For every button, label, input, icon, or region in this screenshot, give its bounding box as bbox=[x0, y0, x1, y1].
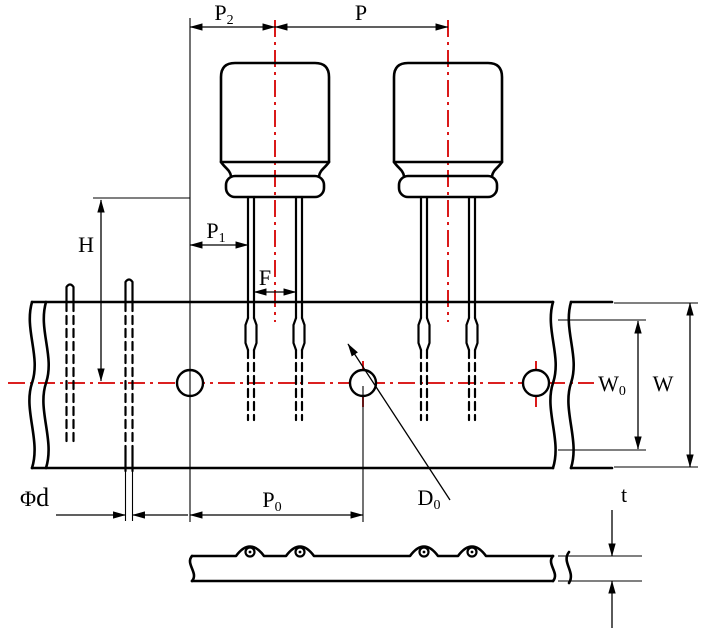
cut-lead-left-stub bbox=[65, 283, 75, 304]
cut-lead-right bbox=[124, 278, 134, 521]
lead-cross-section-1 bbox=[244, 546, 256, 558]
lead-cross-section-2 bbox=[294, 546, 306, 558]
dim-p: P bbox=[274, 0, 449, 31]
side-view-left-break bbox=[188, 554, 196, 583]
tape-left-break-line-1 bbox=[28, 300, 36, 470]
dim-w0: W0 bbox=[598, 320, 642, 450]
leads-solid bbox=[419, 195, 477, 320]
capacitor-body bbox=[392, 61, 504, 164]
capacitor-crimp-right bbox=[317, 160, 331, 178]
dim-label-p1: P1 bbox=[206, 218, 225, 246]
cut-lead-left bbox=[65, 283, 75, 444]
dim-label-p0: P0 bbox=[262, 487, 281, 515]
side-view-top-contour bbox=[190, 545, 555, 558]
dim-t: t bbox=[608, 482, 627, 628]
cut-lead-right-bottom-stub bbox=[124, 444, 134, 473]
capacitor-left bbox=[219, 61, 331, 422]
sprocket-hole-right bbox=[521, 368, 551, 398]
leads-hidden bbox=[419, 348, 477, 422]
carrier-tape bbox=[28, 300, 614, 470]
dim-d0: D0 bbox=[347, 343, 451, 513]
leads-bend bbox=[417, 316, 479, 352]
side-view-right-break-1 bbox=[549, 554, 557, 583]
dim-label-t: t bbox=[621, 482, 627, 507]
dim-label-w: W bbox=[653, 371, 674, 396]
lead-center-dot-1 bbox=[248, 550, 252, 554]
leads-hidden bbox=[246, 348, 304, 422]
cut-lead-right-stub bbox=[124, 278, 134, 304]
capacitor-base-rim bbox=[397, 174, 499, 199]
lead-cross-section-4 bbox=[466, 546, 478, 558]
capacitor-crimp-left bbox=[219, 160, 233, 178]
lead-center-dot-4 bbox=[470, 550, 474, 554]
capacitor-body bbox=[219, 61, 331, 164]
lead-cross-section-3 bbox=[418, 546, 430, 558]
tape-left-break-line-2 bbox=[42, 300, 50, 470]
extension-lines bbox=[93, 18, 698, 582]
tape-right-break-line-1 bbox=[549, 300, 557, 470]
dim-p2: P2 bbox=[189, 0, 276, 31]
capacitor-crimp-left bbox=[392, 160, 406, 178]
dim-label-h: H bbox=[78, 232, 94, 257]
lead-center-dot-3 bbox=[422, 550, 426, 554]
leads-solid bbox=[246, 195, 304, 320]
dim-h: H bbox=[78, 199, 105, 382]
side-view-right-break-2 bbox=[565, 550, 573, 585]
dim-label-phi-d: Φd bbox=[20, 483, 49, 512]
dim-p1: P1 bbox=[189, 218, 249, 249]
dim-label-p2: P2 bbox=[214, 0, 233, 28]
capacitor-base-rim bbox=[224, 174, 326, 199]
capacitor-right bbox=[392, 61, 504, 422]
tape-side-view bbox=[188, 545, 573, 585]
tape-right-break-line-2 bbox=[567, 300, 575, 470]
dim-w: W bbox=[653, 302, 694, 468]
dim-f: F bbox=[253, 265, 297, 296]
leads-bend bbox=[244, 316, 306, 352]
dim-p0: P0 bbox=[189, 487, 364, 519]
dim-label-w0: W0 bbox=[598, 371, 626, 399]
leader-line-d0 bbox=[347, 343, 451, 501]
lead-center-dot-2 bbox=[298, 550, 302, 554]
cut-lead-right-hidden bbox=[124, 301, 134, 447]
dim-label-f: F bbox=[259, 265, 271, 290]
dim-phi-d: Φd bbox=[20, 483, 188, 519]
dim-label-d0: D0 bbox=[418, 485, 441, 513]
cut-lead-left-hidden bbox=[65, 301, 75, 444]
lead-diameter-extension-lines bbox=[124, 471, 134, 521]
dim-label-p: P bbox=[355, 0, 367, 25]
capacitor-crimp-right bbox=[490, 160, 504, 178]
